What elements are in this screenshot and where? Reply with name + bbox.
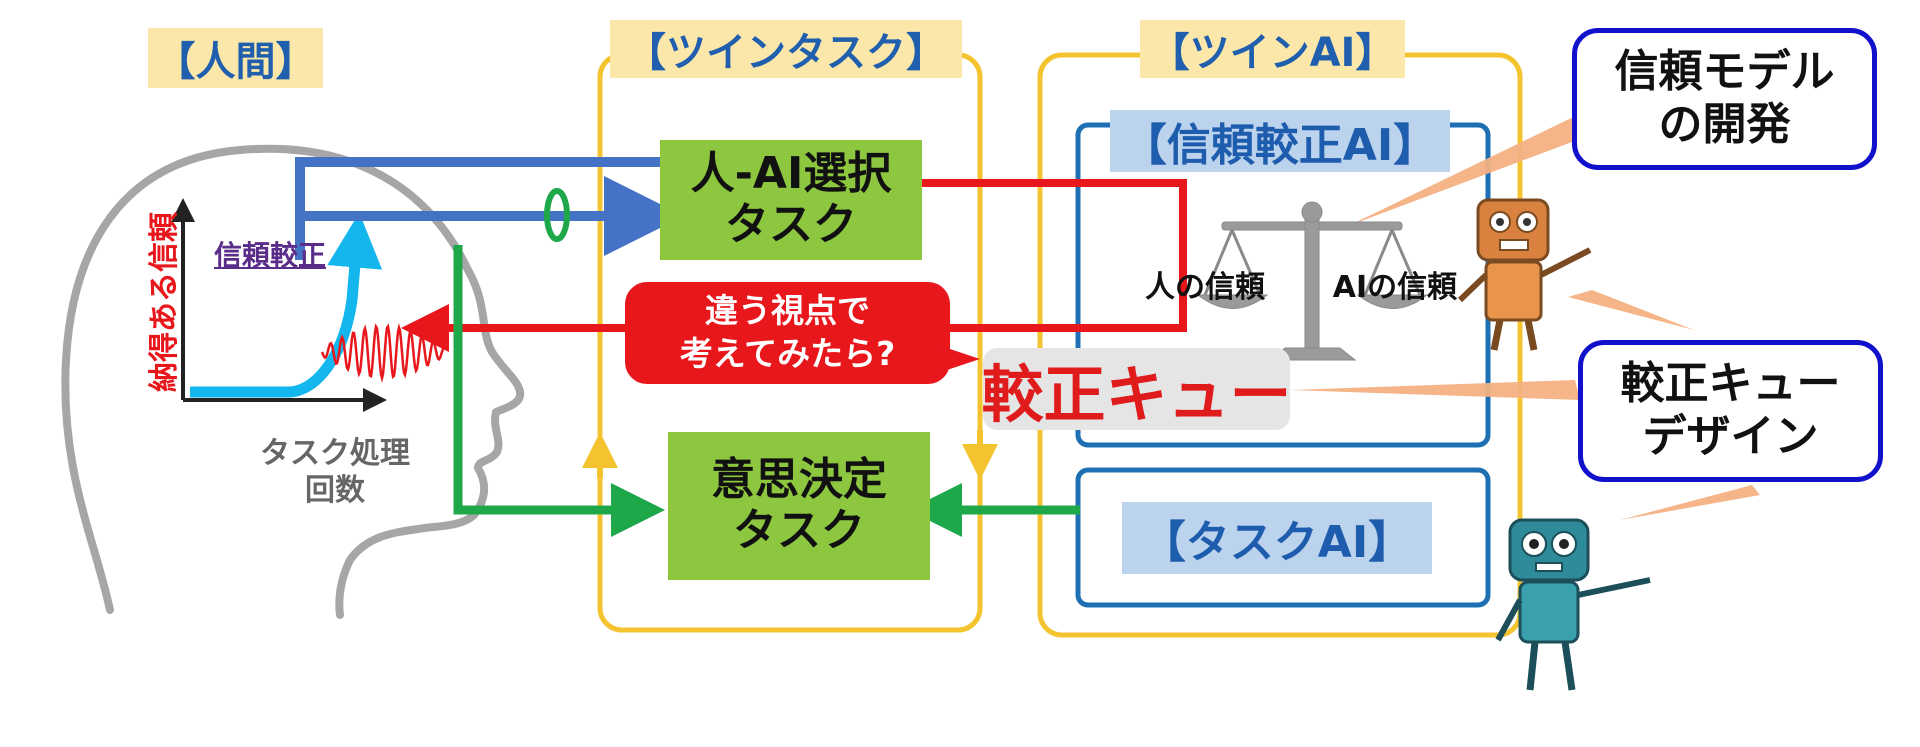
callout-pointer-robot-top (1568, 290, 1694, 330)
trust-curve (190, 212, 383, 398)
graph-y-label: 納得ある信頼 (147, 212, 182, 392)
signal-wave (320, 323, 446, 383)
calibration-cue: 較正キュー (982, 348, 1292, 431)
task-ai-frame (1075, 467, 1491, 608)
graph-curve-label: 信頼較正 (213, 239, 326, 272)
callout-pointer-robot-bottom (1620, 485, 1760, 520)
callout-trust-model: 信頼モデル の開発 (1572, 28, 1877, 170)
head-silhouette (61, 144, 525, 619)
scale-label-human-trust: 人の信頼 (1145, 270, 1265, 305)
callout-pointer-cue (1290, 380, 1580, 400)
robot-teal-icon (1495, 518, 1651, 691)
link-ring (544, 188, 570, 242)
robot-orange-icon (1457, 198, 1592, 351)
header-twin-task: 【ツインタスク】 (610, 20, 962, 78)
graph-x-label: タスク処理 回数 (260, 435, 410, 509)
header-twin-ai: 【ツインAI】 (1140, 20, 1405, 78)
balance-scale-icon (1196, 201, 1429, 361)
decision-task: 意思決定 タスク (668, 432, 930, 580)
header-calibration-ai: 【信頼較正AI】 (1110, 110, 1450, 172)
blue-arrow-upper (295, 157, 660, 260)
header-task-ai: 【タスクAI】 (1122, 502, 1432, 574)
selection-task: 人-AI選択 タスク (660, 140, 922, 260)
callout-cue-design: 較正キュー デザイン (1578, 340, 1883, 482)
green-arrow-human (453, 245, 665, 537)
callout-pointer-trust-model (1348, 108, 1604, 226)
scale-label-ai-trust: AIの信頼 (1332, 270, 1458, 305)
header-human: 【人間】 (148, 28, 323, 88)
speech-bubble: 違う視点で 考えてみたら? (625, 282, 950, 384)
speech-bubble-tail (938, 345, 980, 373)
